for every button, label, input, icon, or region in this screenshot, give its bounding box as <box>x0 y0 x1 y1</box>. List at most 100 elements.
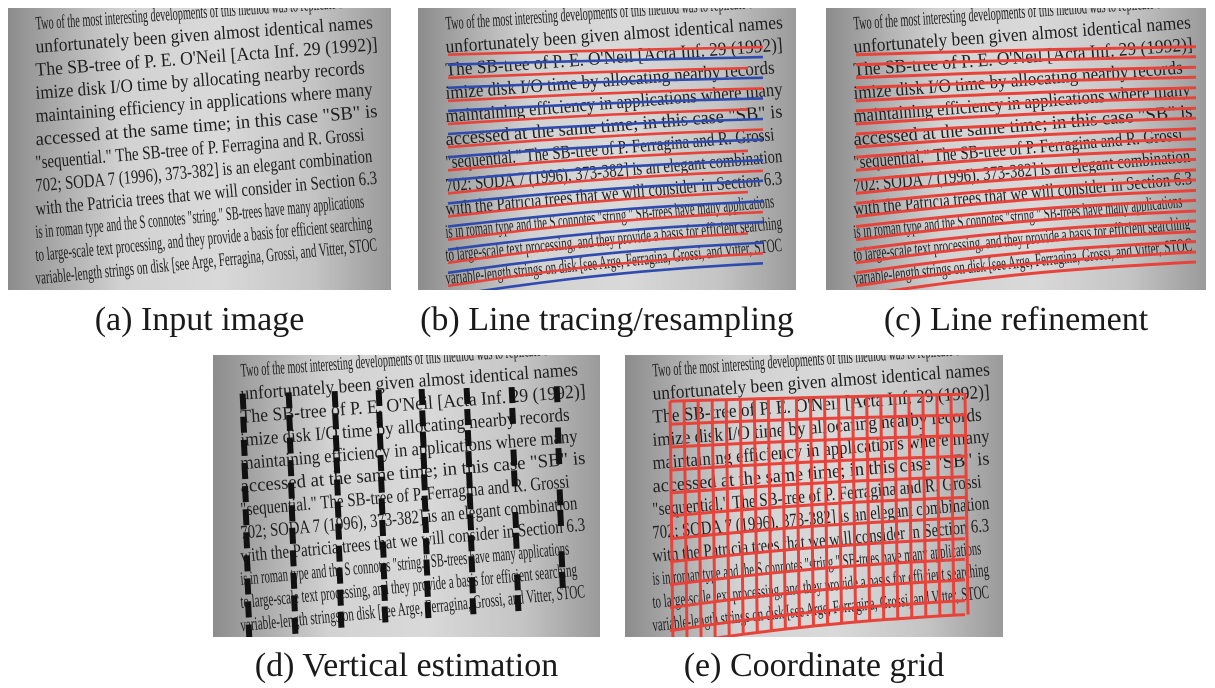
vertical-marker <box>553 386 561 403</box>
vertical-marker <box>245 601 252 618</box>
vertical-marker <box>240 416 248 433</box>
refined-line <box>855 188 1197 219</box>
traced-line-blue <box>447 200 764 228</box>
refined-line <box>855 45 1197 57</box>
vertical-marker <box>291 595 298 612</box>
refined-line <box>855 240 1197 275</box>
vertical-marker <box>381 584 388 602</box>
vertical-marker <box>418 388 426 406</box>
vertical-marker <box>244 578 252 595</box>
vertical-marker <box>421 495 429 512</box>
vertical-marker <box>555 447 563 465</box>
caption-d: (d) Vertical estimation <box>254 647 559 684</box>
traced-line-blue <box>447 158 764 182</box>
refined-line <box>855 198 1197 229</box>
refined-line <box>855 106 1197 126</box>
vertical-marker <box>420 452 428 470</box>
traced-line-red <box>447 252 764 288</box>
traced-line-blue <box>447 241 764 275</box>
vertical-marker <box>423 559 431 576</box>
refined-line <box>855 209 1197 242</box>
traced-line-blue <box>447 55 764 66</box>
vertical-marker <box>337 611 345 628</box>
page-photo: Two of the most interesting developments… <box>239 355 586 637</box>
vertical-marker <box>337 589 344 606</box>
refined-line <box>855 250 1197 288</box>
vertical-marker <box>288 505 296 522</box>
vertical-marker <box>466 493 474 510</box>
vertical-marker <box>335 523 343 540</box>
refined-line <box>855 55 1197 67</box>
vertical-marker <box>336 567 344 584</box>
traced-line-red <box>447 66 749 80</box>
refined-line <box>855 168 1197 195</box>
page-photo: Two of the most interesting developments… <box>34 8 378 289</box>
caption-b: (b) Line tracing/resampling <box>420 301 794 338</box>
vertical-marker <box>243 532 251 549</box>
vertical-marker <box>379 541 387 558</box>
vertical-marker <box>333 457 341 474</box>
panel-coordinate-grid: Two of the most interesting developments… <box>625 355 1003 637</box>
vertical-marker <box>332 435 340 452</box>
vertical-marker <box>514 594 522 612</box>
traced-line-red <box>447 169 764 195</box>
vertical-marker <box>464 408 472 426</box>
vertical-marker <box>514 574 521 591</box>
refined-line <box>855 116 1197 136</box>
traced-line-blue <box>447 117 764 136</box>
traced-line-blue <box>447 97 764 113</box>
vertical-marker <box>239 393 247 410</box>
vertical-marker <box>557 509 565 527</box>
vertical-marker <box>509 407 517 425</box>
panel-line-tracing: Two of the most interesting developments… <box>418 8 796 290</box>
traced-line-red <box>447 87 764 103</box>
vertical-marker <box>421 474 428 491</box>
vertical-marker <box>554 427 562 444</box>
vertical-marker <box>510 449 518 466</box>
refined-line <box>855 127 1197 149</box>
vertical-marker <box>334 501 342 518</box>
vertical-marker <box>375 389 383 407</box>
refined-line <box>855 86 1197 103</box>
vertical-marker <box>465 451 473 468</box>
page-photo: Two of the most interesting developments… <box>852 8 1197 290</box>
vertical-marker <box>380 563 388 580</box>
traced-line-red <box>447 190 749 218</box>
vertical-marker <box>243 555 251 572</box>
vertical-marker <box>419 410 427 427</box>
panel-input-image: Two of the most interesting developments… <box>8 8 391 290</box>
vertical-marker <box>331 390 339 408</box>
traced-line-blue <box>447 220 764 251</box>
vertical-marker <box>378 498 386 515</box>
vertical-marker <box>558 551 566 568</box>
refined-line <box>855 147 1197 172</box>
refined-line <box>855 219 1197 252</box>
vertical-marker <box>376 433 384 450</box>
vertical-marker <box>290 572 298 589</box>
vertical-marker <box>242 509 250 526</box>
traced-line-red <box>447 232 749 265</box>
refined-line <box>855 230 1197 265</box>
vertical-marker <box>378 476 385 493</box>
caption-c: (c) Line refinement <box>883 301 1149 338</box>
vertical-marker <box>463 387 471 405</box>
caption-e: (e) Coordinate grid <box>683 647 945 684</box>
vertical-marker <box>556 489 564 506</box>
vertical-marker <box>334 479 341 496</box>
refined-line <box>855 65 1197 80</box>
refined-line <box>855 137 1197 159</box>
refined-line <box>855 96 1197 113</box>
vertical-marker <box>289 527 297 544</box>
vertical-marker <box>287 459 295 477</box>
refined-line <box>855 157 1197 182</box>
vertical-marker <box>464 429 472 447</box>
vertical-marker <box>291 617 299 634</box>
refined-line <box>855 75 1197 90</box>
vertical-marker <box>511 470 518 487</box>
vertical-marker <box>286 414 294 432</box>
vertical-marker <box>288 482 295 499</box>
panel-line-refinement: Two of the most interesting developments… <box>826 8 1206 290</box>
vertical-marker <box>285 392 293 409</box>
vertical-marker <box>419 431 427 448</box>
traced-line-blue <box>447 138 764 159</box>
